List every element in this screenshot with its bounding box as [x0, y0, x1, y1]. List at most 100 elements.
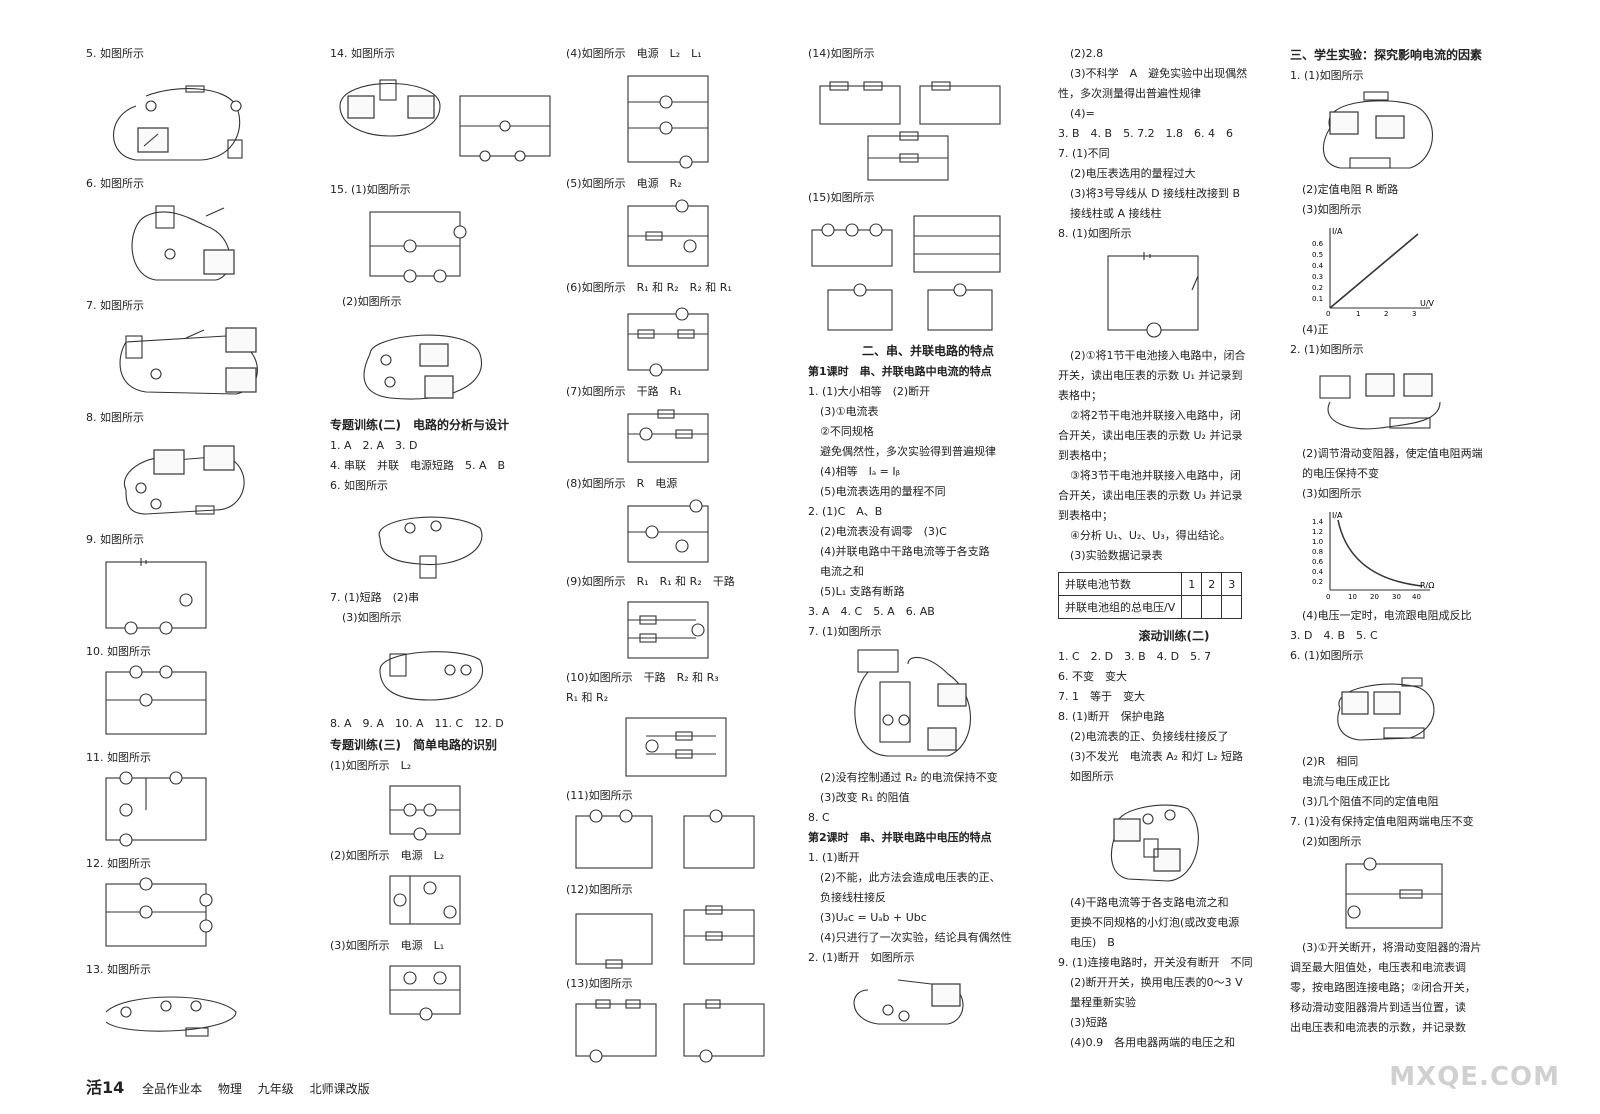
col5-line-18: 合开关，读出电压表的示数 U₃ 并记录	[1058, 489, 1243, 502]
lesson1-line-15: (3)改变 R₁ 的阻值	[820, 791, 910, 804]
section-rolling-2: 滚动训练(二)	[1138, 629, 1210, 643]
topic3-item-11: (11)如图所示	[566, 789, 633, 802]
table-cell: 2	[1201, 572, 1223, 596]
circuit-figure-topic3-3	[389, 965, 461, 1021]
col5-line-3: 性，多次测量得出普遍性规律	[1058, 87, 1201, 100]
col5-line-11: (2)①将1节干电池接入电路中，闭合	[1070, 349, 1246, 362]
page-footer: 活14 全品作业本 物理 九年级 北师课改版	[86, 1074, 382, 1098]
answer-15-1: 15. (1)如图所示	[330, 183, 411, 196]
rolling-line-15: (4)0.9 各用电器两端的电压之和	[1070, 1036, 1236, 1049]
circuit-figure-topic3-14	[819, 81, 1001, 181]
rolling-line-5: (2)电流表的正、负接线柱接反了	[1070, 730, 1229, 743]
answer-13: 13. 如图所示	[86, 963, 151, 976]
answer-15-2: (2)如图所示	[342, 295, 402, 308]
lesson1-line-4: 避免偶然性，多次实验得到普遍规律	[820, 445, 996, 458]
circuit-figure-5	[113, 85, 243, 161]
lesson1-line-5: (4)相等 Iₐ = Iᵦ	[820, 465, 901, 478]
footer-item: 北师课改版	[309, 1082, 370, 1096]
exp-line-21: 出电压表和电流表的示数，并记录数	[1290, 1021, 1466, 1034]
table-cell	[1181, 595, 1203, 619]
exp-line-18: 调至最大阻值处，电压表和电流表调	[1290, 961, 1466, 974]
column-4: (14)如图所示 (15)如图所示 二、串、并联电路的特点 第1课时 串、并联电…	[808, 44, 1048, 1074]
section-series-parallel: 二、串、并联电路的特点	[861, 344, 994, 358]
exp-line-9: (4)电压一定时，电流跟电阻成反比	[1302, 609, 1472, 622]
exp-line-4: (4)正	[1302, 323, 1329, 336]
graph2-xtick: 0	[1326, 593, 1330, 601]
column-2: 14. 如图所示 15. (1)如图所示 (2)如图所示 专题训练(二) 电路的…	[330, 44, 562, 1074]
circuit-figure-topic3-6	[627, 307, 709, 377]
graph2-ytick: 0.6	[1312, 558, 1324, 566]
exp-line-1: 1. (1)如图所示	[1290, 69, 1364, 82]
footer-item: 全品作业本	[142, 1082, 203, 1096]
table-cell: 1	[1181, 572, 1203, 596]
circuit-figure-topic3-10	[625, 717, 727, 777]
exp-line-6: (2)调节滑动变阻器，使定值电阻两端	[1302, 447, 1483, 460]
circuit-figure-14	[339, 79, 551, 162]
table-cell	[1201, 595, 1223, 619]
lesson1-line-12: 3. A 4. C 5. A 6. AB	[808, 605, 935, 618]
col5-line-14: ②将2节干电池并联接入电路中，闭	[1070, 409, 1241, 422]
col5-line-8: (3)将3号导线从 D 接线柱改接到 B	[1070, 187, 1241, 200]
page-number: 活14	[86, 1078, 125, 1097]
answer-14: 14. 如图所示	[330, 47, 395, 60]
footer-item: 物理	[217, 1082, 242, 1096]
graph1-xtick: 3	[1412, 310, 1416, 316]
lesson1-line-7: 2. (1)C A、B	[808, 505, 883, 518]
graph1-ytick: 0.5	[1312, 251, 1323, 259]
exp-line-2: (2)定值电阻 R 断路	[1302, 183, 1399, 196]
lesson1-line-3: ②不同规格	[820, 425, 874, 438]
circuit-figure-lesson1-7	[854, 649, 971, 757]
col5-line-6: 7. (1)不同	[1058, 147, 1110, 160]
lesson2-line-5: (4)只进行了一次实验，结论具有偶然性	[820, 931, 1012, 944]
exp-line-20: 移动滑动变阻器滑片到适当位置，读	[1290, 1001, 1466, 1014]
lesson2-line-3: 负接线柱接反	[820, 891, 886, 904]
circuit-figure-13	[105, 996, 237, 1037]
exp-line-5: 2. (1)如图所示	[1290, 343, 1364, 356]
graph2-xtick: 20	[1370, 593, 1379, 601]
col5-line-5: 3. B 4. B 5. 7.2 1.8 6. 4 6	[1058, 127, 1234, 140]
circuit-figure-15-2	[363, 334, 483, 400]
table-cell: 3	[1221, 572, 1243, 596]
topic2-line-2: 4. 串联 并联 电源短路 5. A B	[330, 459, 506, 472]
graph1-ytick: 0.1	[1312, 295, 1323, 303]
graph1-ytick: 0.4	[1312, 262, 1324, 270]
topic3-line-2: (2)如图所示 电源 L₂	[330, 849, 445, 862]
col5-line-9: 接线柱或 A 接线柱	[1070, 207, 1162, 220]
circuit-figure-topic3-9	[627, 601, 709, 659]
graph2-ytick: 1.4	[1312, 518, 1324, 526]
lesson1-line-9: (4)并联电路中干路电流等于各支路	[820, 545, 990, 558]
exp-line-8: (3)如图所示	[1302, 487, 1362, 500]
section-student-experiment: 三、学生实验：探究影响电流的因素	[1290, 48, 1483, 62]
topic3-item-10-cont: R₁ 和 R₂	[566, 691, 609, 704]
graph2-ytick: 0.8	[1312, 548, 1323, 556]
col5-line-15: 合开关，读出电压表的示数 U₂ 并记录	[1058, 429, 1243, 442]
col5-line-7: (2)电压表选用的量程过大	[1070, 167, 1196, 180]
topic3-item-6: (6)如图所示 R₁ 和 R₂ R₂ 和 R₁	[566, 281, 732, 294]
topic3-item-14: (14)如图所示	[808, 47, 875, 60]
topic3-item-5: (5)如图所示 电源 R₂	[566, 177, 682, 190]
circuit-figure-exp-1	[1322, 91, 1433, 169]
exp-line-7: 的电压保持不变	[1302, 467, 1379, 480]
lesson1-line-6: (5)电流表选用的量程不同	[820, 485, 946, 498]
data-record-table: 并联电池节数 1 2 3 并联电池组的总电压/V	[1057, 572, 1243, 619]
circuit-figure-topic2-7	[379, 651, 484, 701]
circuit-figure-topic3-15	[811, 215, 1001, 331]
col5-line-10: 8. (1)如图所示	[1058, 227, 1132, 240]
graph2-xtick: 10	[1348, 593, 1357, 601]
col5-line-2: (3)不科学 A 避免实验中出现偶然	[1070, 67, 1248, 80]
circuit-figure-9	[105, 558, 207, 635]
lesson-1-title: 第1课时 串、并联电路中电流的特点	[808, 365, 992, 378]
lesson1-line-2: (3)①电流表	[820, 405, 879, 418]
topic3-line-3: (3)如图所示 电源 L₁	[330, 939, 445, 952]
circuit-figure-15-1	[369, 211, 467, 283]
col5-line-12: 开关，读出电压表的示数 U₁ 并记录到	[1058, 369, 1243, 382]
section-topic-2: 专题训练(二) 电路的分析与设计	[330, 418, 509, 432]
graph1-ytick: 0.3	[1312, 273, 1323, 281]
table-cell	[1221, 595, 1243, 619]
circuit-figure-lesson2-2	[853, 979, 964, 1025]
answer-6: 6. 如图所示	[86, 177, 144, 190]
col5-line-17: ③将3节干电池并联接入电路中，闭	[1070, 469, 1241, 482]
circuit-figure-10	[105, 665, 207, 735]
column-6: 三、学生实验：探究影响电流的因素 1. (1)如图所示 (2)定值电阻 R 断路…	[1290, 44, 1520, 1074]
lesson1-line-10: 电流之和	[820, 565, 864, 578]
